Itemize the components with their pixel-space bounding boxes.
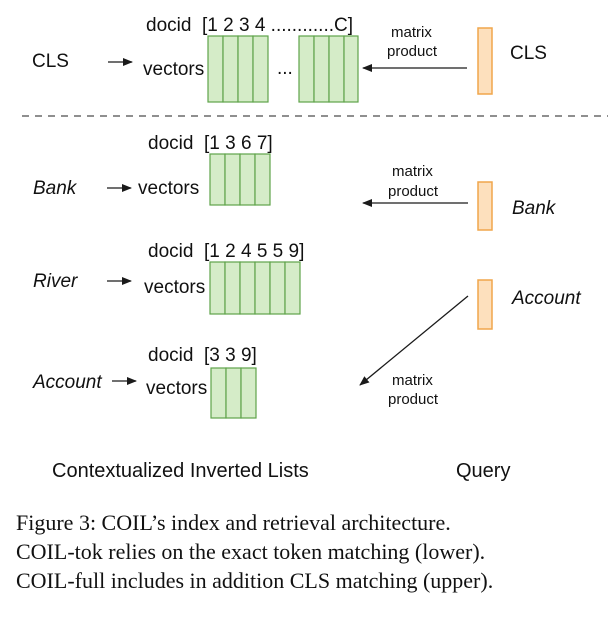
cls-vector <box>313 35 330 103</box>
term-label-bank: Bank <box>33 178 78 199</box>
doc-vector <box>209 153 226 206</box>
inverted-lists-label: Contextualized Inverted Lists <box>52 460 309 482</box>
inverted-list-river: River docid [1 2 4 5 5 9] vectors <box>33 241 304 315</box>
query-column-label: Query <box>456 460 510 482</box>
doc-vector <box>224 153 241 206</box>
doc-vector <box>284 261 301 315</box>
caption-line-1: Figure 3: COIL’s index and retrieval arc… <box>16 510 451 535</box>
cls-query-label: CLS <box>510 43 547 64</box>
inverted-list-bank: Bank docid [1 3 6 7] vectors <box>33 133 273 206</box>
cls-left-label: CLS <box>32 51 69 72</box>
docid-values: [1 3 6 7] <box>204 133 273 154</box>
query-vector-bank <box>477 181 493 231</box>
vector-block-account <box>210 367 257 419</box>
query-account: Account matrix product <box>359 279 581 408</box>
doc-vector <box>269 261 286 315</box>
cls-vector <box>222 35 239 103</box>
product-line1: matrix <box>392 163 433 180</box>
doc-vector <box>209 261 226 315</box>
cls-product-line1: matrix <box>391 24 432 41</box>
cls-section: CLS docid [1 2 3 4 ............C] vector… <box>32 15 547 103</box>
cls-docid-values: [1 2 3 4 ............C] <box>202 15 353 36</box>
product-line2: product <box>388 391 439 408</box>
query-label-account: Account <box>511 288 581 309</box>
term-label-river: River <box>33 271 78 292</box>
vectors-label: vectors <box>138 178 199 199</box>
query-vector-account <box>477 279 493 330</box>
cls-vector <box>207 35 224 103</box>
cls-vector-block-right <box>298 35 359 103</box>
cls-vector <box>252 35 269 103</box>
docid-values: [1 2 4 5 5 9] <box>204 241 304 262</box>
doc-vector <box>254 261 271 315</box>
doc-vector <box>240 367 257 419</box>
doc-vector <box>239 261 256 315</box>
figure-caption: Figure 3: COIL’s index and retrieval arc… <box>16 508 600 595</box>
docid-label: docid <box>148 345 193 366</box>
cls-vector <box>237 35 254 103</box>
inverted-list-account: Account docid [3 3 9] vectors <box>32 345 257 419</box>
cls-vector <box>298 35 315 103</box>
cls-vectors-label: vectors <box>143 59 204 80</box>
cls-query-vector <box>477 27 493 95</box>
caption-line-2: COIL-tok relies on the exact token match… <box>16 539 486 564</box>
vector-block-bank <box>209 153 271 206</box>
cls-vector <box>343 35 359 103</box>
query-label-bank: Bank <box>512 198 557 219</box>
doc-vector <box>239 153 256 206</box>
product-line1: matrix <box>392 372 433 389</box>
caption-line-3: COIL-full includes in addition CLS match… <box>16 568 494 593</box>
cls-ellipsis: ... <box>277 58 293 79</box>
cls-docid-label: docid <box>146 15 191 36</box>
vector-block-river <box>209 261 301 315</box>
docid-label: docid <box>148 133 193 154</box>
docid-values: [3 3 9] <box>204 345 257 366</box>
cls-product-line2: product <box>387 43 438 60</box>
product-line2: product <box>388 183 439 200</box>
vectors-label: vectors <box>146 378 207 399</box>
term-label-account: Account <box>32 372 102 393</box>
doc-vector <box>254 153 271 206</box>
cls-vector-block-left <box>207 35 269 103</box>
doc-vector <box>225 367 242 419</box>
doc-vector <box>224 261 241 315</box>
docid-label: docid <box>148 241 193 262</box>
vectors-label: vectors <box>144 277 205 298</box>
product-arrow-account <box>359 295 469 386</box>
query-bank: matrix product Bank <box>362 163 557 231</box>
cls-vector <box>328 35 345 103</box>
doc-vector <box>210 367 227 419</box>
